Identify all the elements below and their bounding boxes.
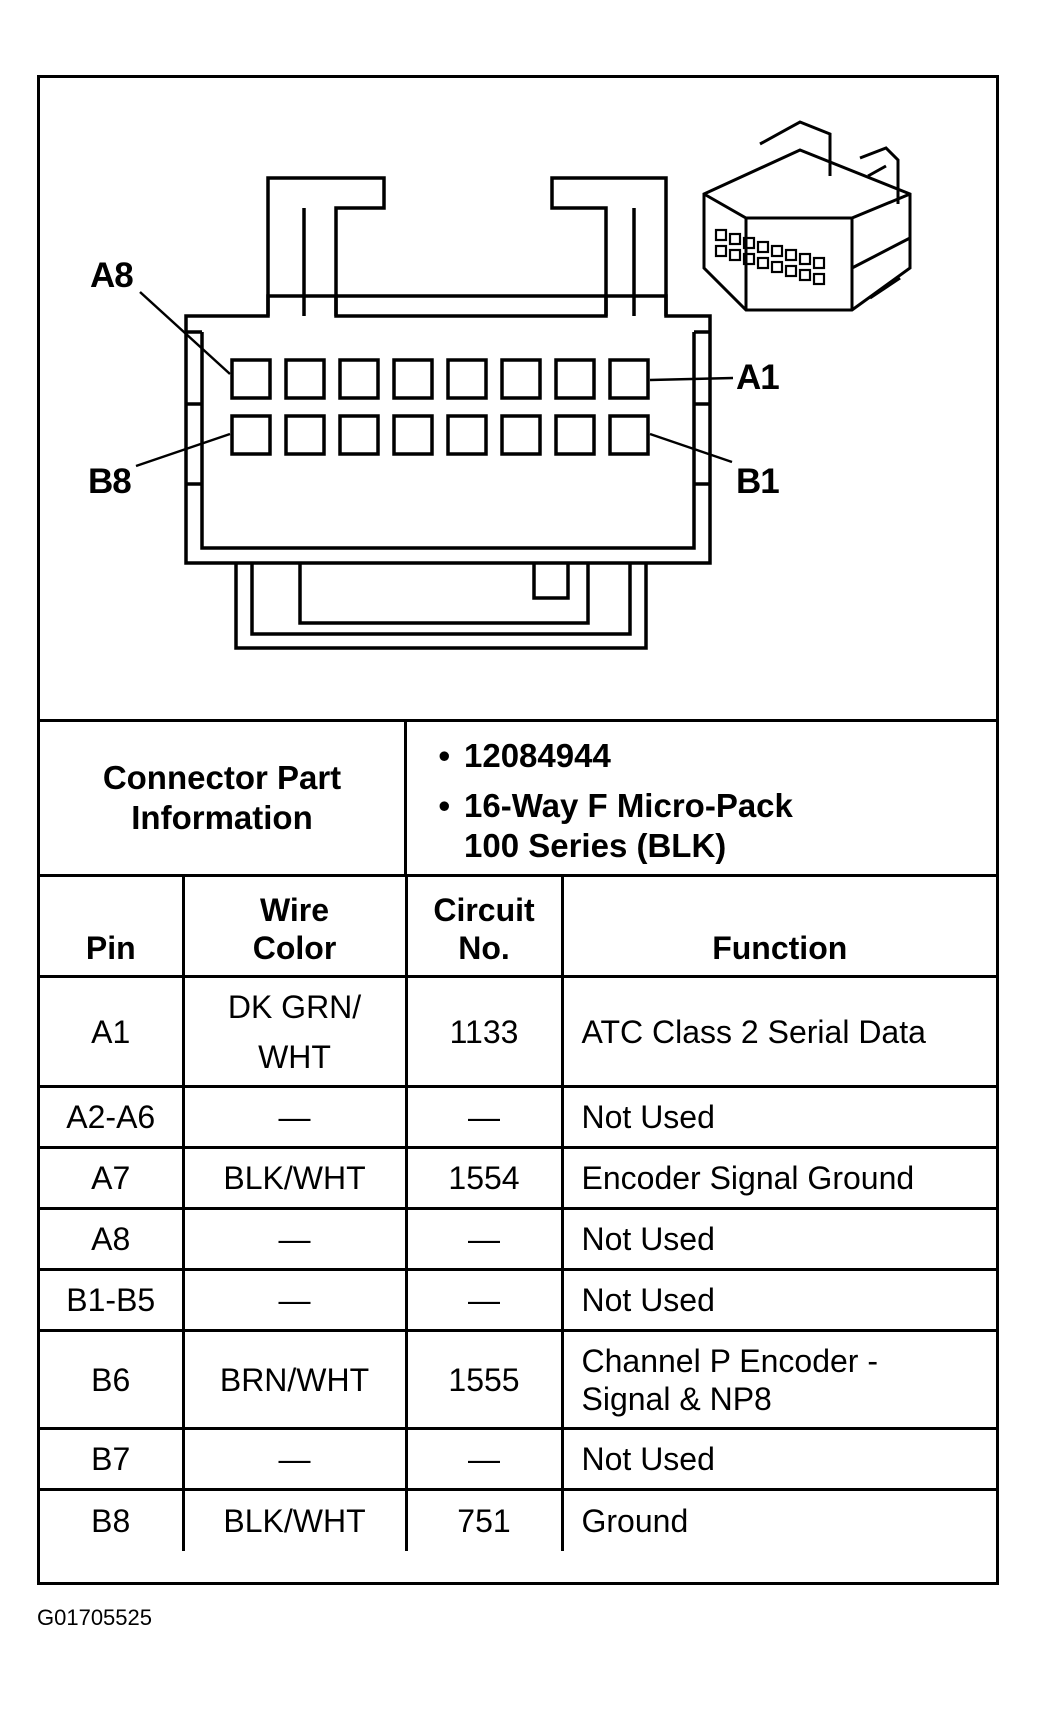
bullet-dot: • xyxy=(438,787,450,824)
table-header-row: Pin Wire Color Circuit No. Function xyxy=(40,874,996,978)
connector-type-line1: 16-Way F Micro-Pack xyxy=(464,787,793,824)
cell-circuit: — xyxy=(404,1207,564,1271)
cell-pin: B6 xyxy=(40,1329,185,1430)
cell-circuit: — xyxy=(404,1268,564,1332)
cell-circuit: — xyxy=(404,1085,564,1149)
table-row: B6 BRN/WHT 1555 Channel P Encoder - Sign… xyxy=(40,1329,996,1430)
cell-pin: A7 xyxy=(40,1146,185,1210)
cell-function: Channel P Encoder - Signal & NP8 xyxy=(560,1329,996,1430)
cell-wire-color: — xyxy=(181,1207,408,1271)
info-label-line1: Connector Part xyxy=(102,759,342,796)
table-row: B7 — — Not Used xyxy=(40,1427,996,1491)
cell-wire-color: — xyxy=(181,1427,408,1491)
cell-pin: A1 xyxy=(40,975,185,1088)
cell-wire-color: BLK/WHT xyxy=(181,1488,408,1551)
header-function: Function xyxy=(560,874,996,978)
table-row: A7 BLK/WHT 1554 Encoder Signal Ground xyxy=(40,1146,996,1210)
connector-part-info: Connector Part Information • 12084944 • … xyxy=(40,719,996,874)
connector-type-bullet: • 16-Way F Micro-Pack 100 Series (BLK) xyxy=(410,786,793,866)
info-label-line2: Information xyxy=(131,799,313,836)
cell-wire-color: — xyxy=(181,1085,408,1149)
table-row: B1-B5 — — Not Used xyxy=(40,1268,996,1332)
cell-circuit: — xyxy=(404,1427,564,1491)
cell-wire-color: BRN/WHT xyxy=(181,1329,408,1430)
callout-b1: B1 xyxy=(736,462,780,501)
cell-circuit: 1555 xyxy=(404,1329,564,1430)
connector-diagram: A8 A1 B8 B1 xyxy=(40,78,996,718)
cavity-row-a xyxy=(230,358,650,400)
cell-function: Not Used xyxy=(560,1268,996,1332)
cell-circuit: 1133 xyxy=(404,975,564,1088)
cell-pin: B8 xyxy=(40,1488,185,1551)
part-number: 12084944 xyxy=(464,737,611,774)
cell-pin: A2-A6 xyxy=(40,1085,185,1149)
connector-part-bullets: • 12084944 • 16-Way F Micro-Pack 100 Ser… xyxy=(410,722,996,874)
header-wire-color: Wire Color xyxy=(181,874,408,978)
cell-function: Encoder Signal Ground xyxy=(560,1146,996,1210)
cell-pin: B1-B5 xyxy=(40,1268,185,1332)
table-row: B8 BLK/WHT 751 Ground xyxy=(40,1488,996,1551)
callout-a1: A1 xyxy=(736,358,780,397)
connector-part-info-label: Connector Part Information xyxy=(40,722,407,874)
cell-pin: B7 xyxy=(40,1427,185,1491)
callout-a8: A8 xyxy=(90,256,134,295)
connector-type-line2: 100 Series (BLK) xyxy=(464,827,727,864)
header-pin: Pin xyxy=(40,874,185,978)
connector-iso-view xyxy=(702,120,912,312)
figure-id: G01705525 xyxy=(37,1605,152,1630)
cell-circuit: 751 xyxy=(404,1488,564,1551)
header-circuit-no: Circuit No. xyxy=(404,874,564,978)
cell-function: Not Used xyxy=(560,1085,996,1149)
cell-pin: A8 xyxy=(40,1207,185,1271)
callout-b8: B8 xyxy=(88,462,132,501)
cell-function: Not Used xyxy=(560,1427,996,1491)
cell-function: ATC Class 2 Serial Data xyxy=(560,975,996,1088)
cell-wire-color: — xyxy=(181,1268,408,1332)
connector-figure-frame: A8 A1 B8 B1 Connector Part Information •… xyxy=(37,75,999,1585)
table-row: A8 — — Not Used xyxy=(40,1207,996,1271)
table-row: A1 DK GRN/ WHT 1133 ATC Class 2 Serial D… xyxy=(40,975,996,1088)
pin-assignment-table: Pin Wire Color Circuit No. Function A1 D… xyxy=(40,874,996,1551)
connector-face-drawing xyxy=(135,120,912,650)
table-row: A2-A6 — — Not Used xyxy=(40,1085,996,1149)
cell-wire-color: BLK/WHT xyxy=(181,1146,408,1210)
cell-wire-color: DK GRN/ WHT xyxy=(181,975,408,1088)
cell-circuit: 1554 xyxy=(404,1146,564,1210)
cavity-row-b xyxy=(230,414,650,456)
part-number-bullet: • 12084944 xyxy=(410,736,611,776)
cell-function: Ground xyxy=(560,1488,996,1551)
bullet-dot: • xyxy=(438,737,450,774)
cell-function: Not Used xyxy=(560,1207,996,1271)
